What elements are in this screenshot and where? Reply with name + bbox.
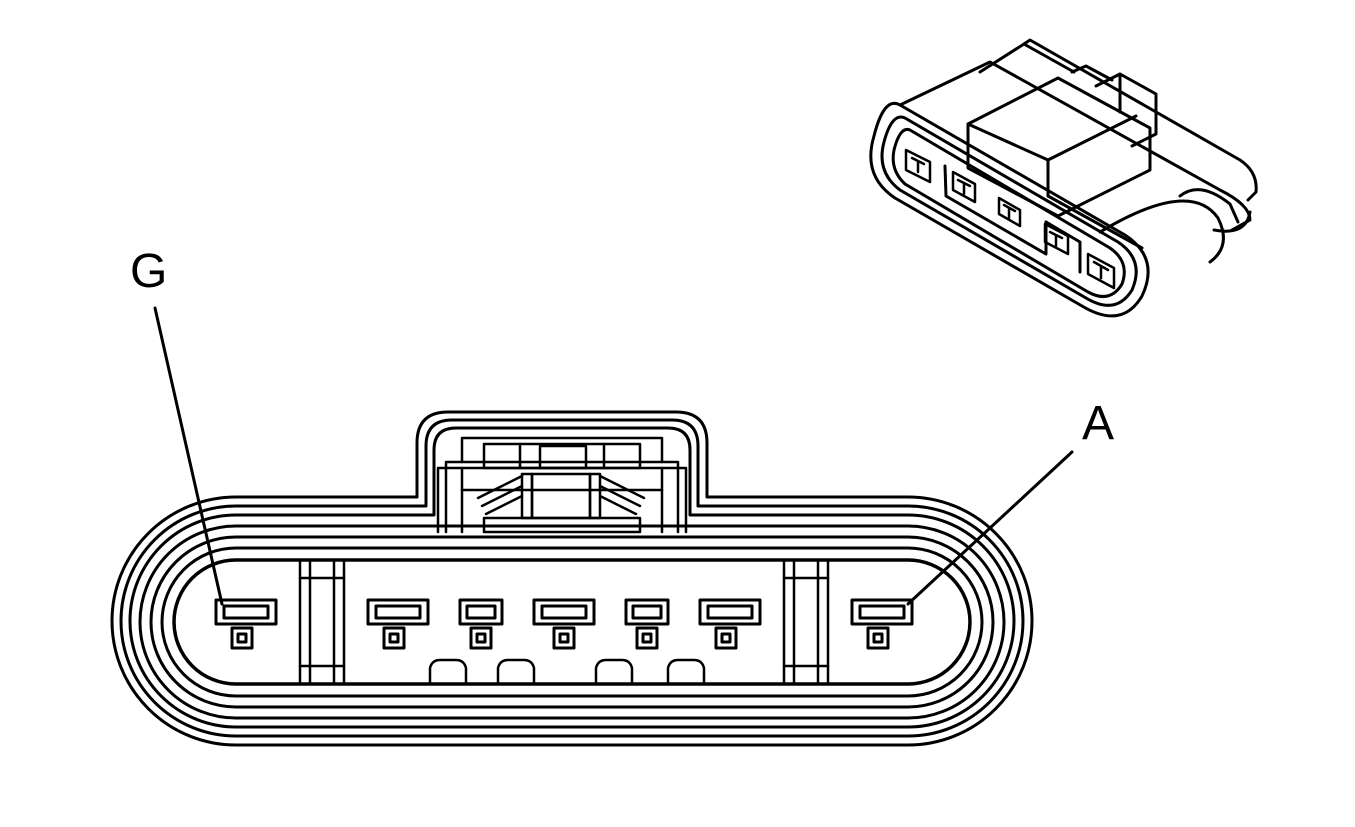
terminal-cavity-e xyxy=(458,598,504,650)
latch-detail xyxy=(436,436,688,534)
connector-cavity-outline xyxy=(172,558,972,686)
key-bumps xyxy=(428,658,706,686)
connector-outline-5 xyxy=(149,535,995,709)
connector-outline-6 xyxy=(160,546,984,698)
pin-label-g: G xyxy=(130,245,168,298)
pin-label-a: A xyxy=(1082,397,1115,450)
connector-outline-1 xyxy=(110,410,1034,747)
leader-line-g xyxy=(153,306,224,606)
connector-outline-4 xyxy=(138,524,1006,720)
terminal-cavity-f xyxy=(366,598,430,650)
terminal-cavity-g xyxy=(214,598,278,650)
connector-outline-3 xyxy=(128,426,1016,729)
leader-line-a xyxy=(906,450,1074,606)
terminal-cavity-c xyxy=(624,598,670,650)
terminal-cavity-d xyxy=(532,598,596,650)
terminal-cavity-b xyxy=(698,598,762,650)
cavity-separators xyxy=(298,558,830,686)
connector-face-view xyxy=(110,306,1074,747)
terminal-cavity-a xyxy=(850,598,914,650)
connector-outline-2 xyxy=(119,418,1025,738)
connector-isometric-view xyxy=(869,38,1258,318)
